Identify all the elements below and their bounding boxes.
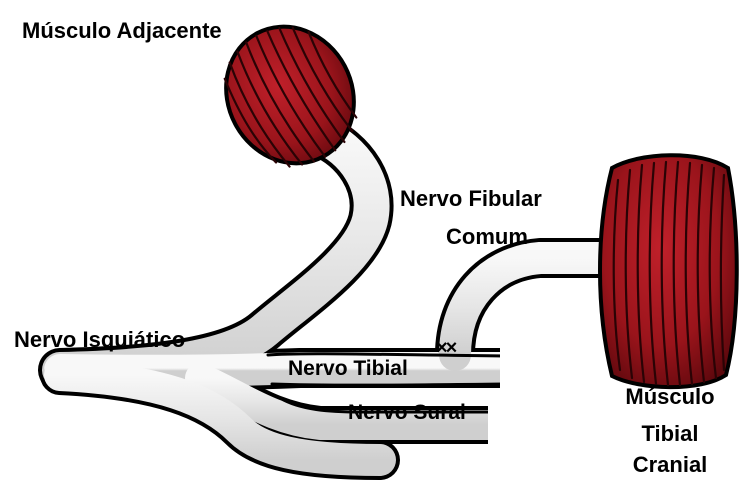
tibial-cranial-muscle-shape [600, 155, 737, 387]
label-nervo-sural: Nervo Sural [348, 400, 466, 425]
label-musculo-tibial-cranial-1: Músculo [614, 384, 726, 410]
label-musculo-adjacente: Músculo Adjacente [22, 18, 222, 44]
label-musculo-tibial-cranial-2: Tibial [614, 421, 726, 447]
tibial-cut-end [500, 340, 540, 400]
label-nervo-fibular-comum-1: Nervo Fibular [400, 186, 542, 212]
label-nervo-fibular-comum-2: Comum [446, 224, 528, 250]
sural-cut-end [488, 400, 548, 470]
label-nervo-isquiatico: Nervo Isquiático [14, 327, 185, 353]
label-musculo-tibial-cranial-3: Cranial [614, 452, 726, 478]
label-nervo-tibial: Nervo Tibial [288, 356, 408, 381]
suture-marker: ×× [436, 336, 455, 360]
